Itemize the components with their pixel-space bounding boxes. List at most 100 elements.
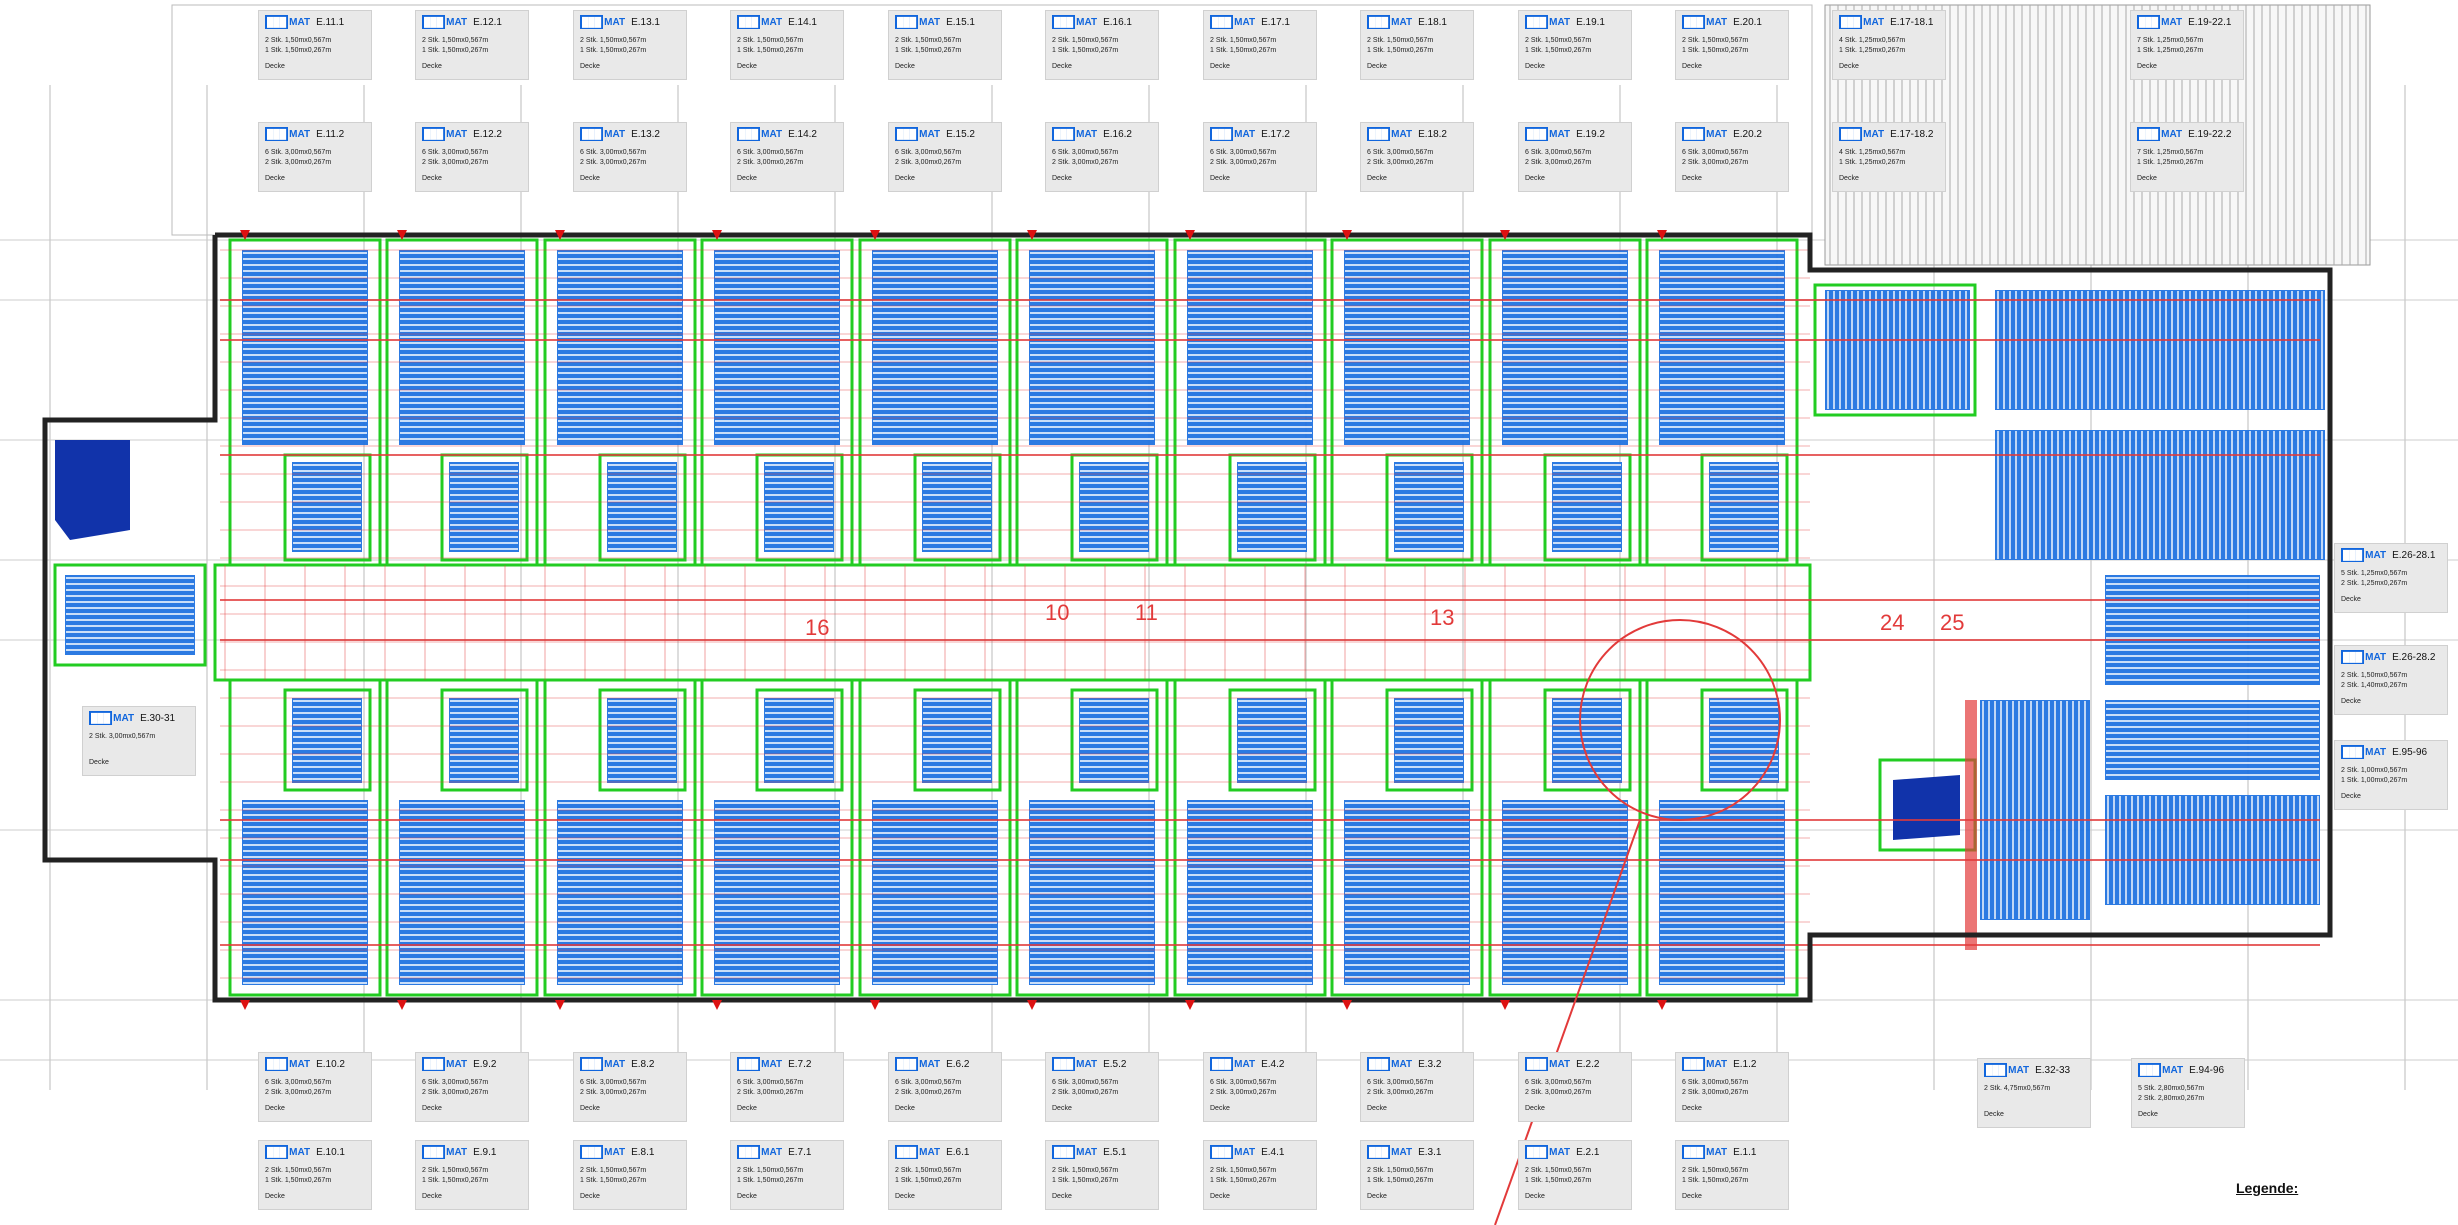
brand-logo-suffix: MAT xyxy=(1549,128,1571,140)
building-outline xyxy=(42,232,2333,1003)
heating-mat xyxy=(399,250,525,445)
mat-label-line: 2 Stk. 3,00mx0,267m xyxy=(422,1089,489,1096)
brand-logo: ███ xyxy=(422,15,446,29)
mat-label-line: 6 Stk. 3,00mx0,567m xyxy=(1210,1079,1277,1086)
brand-logo: ███ xyxy=(737,1057,761,1071)
mat-label-line: 2 Stk. 3,00mx0,267m xyxy=(580,159,647,166)
mat-label-id: E.17-18.2 xyxy=(1890,128,1934,140)
brand-logo-suffix: MAT xyxy=(1391,128,1413,140)
brand-logo: ███ xyxy=(1525,1145,1549,1159)
brand-logo: ███ xyxy=(580,1145,604,1159)
brand-logo: ███ xyxy=(1682,127,1706,141)
brand-logo: ███ xyxy=(1839,15,1863,29)
mat-label-line: 6 Stk. 3,00mx0,567m xyxy=(1682,1079,1749,1086)
mat-label-id: E.26-28.2 xyxy=(2392,651,2436,663)
mat-label-line: 1 Stk. 1,25mx0,267m xyxy=(2137,47,2204,54)
brand-logo-suffix: MAT xyxy=(1391,1146,1413,1158)
mat-label-id: E.5.2 xyxy=(1103,1058,1127,1070)
mat-label-line: 2 Stk. 1,50mx0,567m xyxy=(1210,37,1277,44)
mat-label-line: 6 Stk. 3,00mx0,567m xyxy=(1367,149,1434,156)
room-outline xyxy=(1813,283,1977,417)
brand-logo-suffix: MAT xyxy=(2365,549,2387,561)
feed-marker xyxy=(1027,1000,1037,1010)
mat-label-location: Decke xyxy=(1525,175,1545,182)
mat-label-id: E.32-33 xyxy=(2035,1064,2071,1076)
mat-label-id: E.12.2 xyxy=(473,128,502,140)
mat-label-id: E.16.2 xyxy=(1103,128,1132,140)
mat-label-line: 4 Stk. 1,25mx0,567m xyxy=(1839,37,1906,44)
mat-label-line: 1 Stk. 1,50mx0,267m xyxy=(422,47,489,54)
brand-logo-suffix: MAT xyxy=(2161,16,2183,28)
mat-label-id: E.3.1 xyxy=(1418,1146,1442,1158)
brand-logo: ███ xyxy=(1210,1145,1234,1159)
heating-mat xyxy=(764,698,834,783)
brand-logo: ███ xyxy=(895,1145,919,1159)
mat-label-location: Decke xyxy=(1682,1193,1702,1200)
mat-label-line: 1 Stk. 1,50mx0,267m xyxy=(1052,1177,1119,1184)
feed-marker xyxy=(555,1000,565,1010)
heating-mat xyxy=(714,250,840,445)
mat-label-line: 2 Stk. 3,00mx0,267m xyxy=(1525,1089,1592,1096)
brand-logo: ███ xyxy=(737,15,761,29)
mat-label-location: Decke xyxy=(1367,1193,1387,1200)
bath-outline xyxy=(1700,688,1789,792)
brand-logo: ███ xyxy=(1525,1057,1549,1071)
feed-marker xyxy=(240,1000,250,1010)
mat-label-location: Decke xyxy=(2138,1111,2158,1118)
mat-label-line: 2 Stk. 3,00mx0,267m xyxy=(895,1089,962,1096)
mat-label-line: 1 Stk. 1,50mx0,267m xyxy=(1052,47,1119,54)
brand-logo-suffix: MAT xyxy=(1549,16,1571,28)
feed-marker xyxy=(870,230,880,240)
heating-mat xyxy=(292,698,362,783)
mat-label-location: Decke xyxy=(2137,63,2157,70)
brand-logo-suffix: MAT xyxy=(2008,1064,2030,1076)
brand-logo: ███ xyxy=(895,15,919,29)
mat-label-line: 2 Stk. 3,00mx0,267m xyxy=(422,159,489,166)
brand-logo-suffix: MAT xyxy=(113,712,135,724)
mat-label-line: 2 Stk. 3,00mx0,267m xyxy=(1052,159,1119,166)
mat-label-location: Decke xyxy=(1210,1105,1230,1112)
brand-logo-suffix: MAT xyxy=(1234,1146,1256,1158)
mat-label-location: Decke xyxy=(1682,175,1702,182)
mat-label-line: 6 Stk. 3,00mx0,567m xyxy=(1052,1079,1119,1086)
brand-logo-suffix: MAT xyxy=(919,128,941,140)
heating-mat xyxy=(65,575,195,655)
mat-label-line: 2 Stk. 1,00mx0,567m xyxy=(2341,767,2408,774)
mat-label-location: Decke xyxy=(265,1105,285,1112)
room-number: 16 xyxy=(805,615,830,640)
feed-marker xyxy=(1342,1000,1352,1010)
room-outline xyxy=(53,563,207,667)
mat-label-line: 2 Stk. 3,00mx0,267m xyxy=(1682,1089,1749,1096)
mat-label-line: 1 Stk. 1,50mx0,267m xyxy=(895,47,962,54)
mat-label-line: 1 Stk. 1,50mx0,267m xyxy=(580,47,647,54)
mat-label-id: E.14.2 xyxy=(788,128,817,140)
room-number: 11 xyxy=(1135,600,1158,625)
